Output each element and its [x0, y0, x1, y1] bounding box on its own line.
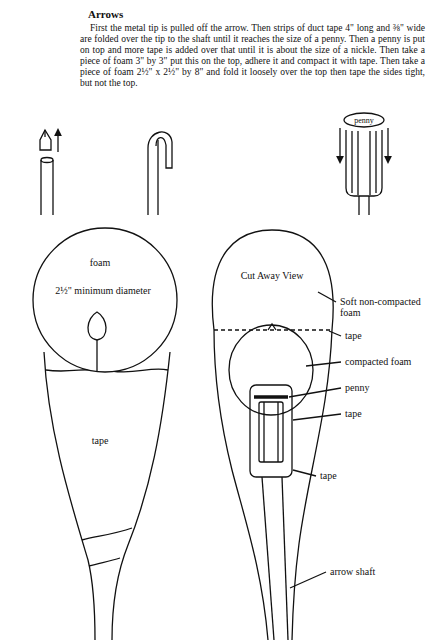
- view-title: Cut Away View: [241, 270, 304, 281]
- part-label: tape: [320, 470, 337, 481]
- part-label: penny: [345, 382, 369, 393]
- part-label: tape: [345, 330, 362, 341]
- leader-line: [293, 414, 341, 420]
- leader-line: [306, 362, 341, 366]
- part-label: foam: [90, 257, 111, 268]
- leader-line: [293, 470, 316, 476]
- part-label: compacted foam: [345, 356, 411, 367]
- part-label: penny: [354, 116, 374, 125]
- page-title: Arrows: [88, 9, 123, 20]
- leader-line: [318, 292, 336, 302]
- step-two-figure: [148, 132, 172, 215]
- part-label: arrow shaft: [330, 566, 375, 577]
- step-one-figure: [40, 130, 58, 215]
- leader-line: [289, 388, 341, 397]
- finished-arrow-figure: [33, 228, 177, 640]
- part-label: tape: [345, 408, 362, 419]
- leader-line: [290, 572, 326, 588]
- part-label: tape: [92, 435, 109, 446]
- leader-line: [329, 331, 341, 336]
- part-label: Soft non-compacted foam: [340, 296, 436, 318]
- instructions-text: First the metal tip is pulled off the ar…: [80, 23, 425, 89]
- step-three-figure: [340, 113, 388, 215]
- dimension-label: 2½" minimum diameter: [55, 285, 150, 296]
- cutaway-figure: [212, 230, 341, 640]
